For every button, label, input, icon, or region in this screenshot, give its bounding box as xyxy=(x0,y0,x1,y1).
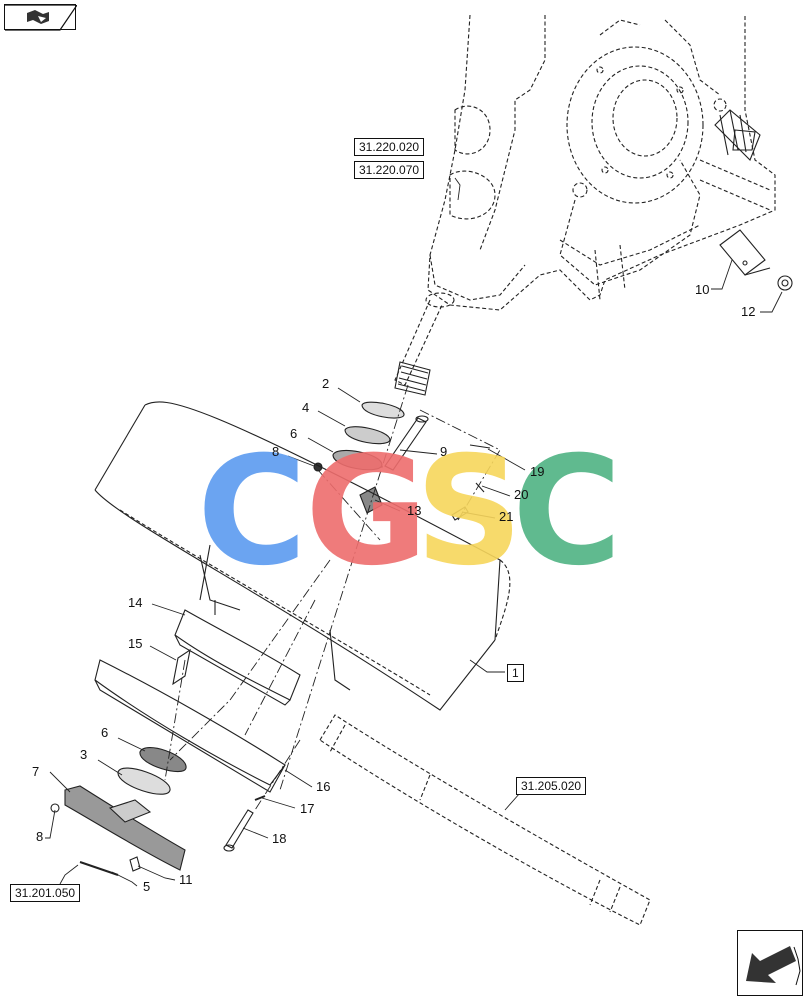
callout-6: 6 xyxy=(290,426,298,441)
callout-19: 19 xyxy=(530,464,545,479)
callout-8-lower: 8 xyxy=(36,829,44,844)
callout-16: 16 xyxy=(316,779,331,794)
ref-box-31-205-020[interactable]: 31.205.020 xyxy=(516,777,587,795)
part-18-bolt xyxy=(223,809,254,852)
ref-box-31-220-070[interactable]: 31.220.070 xyxy=(354,161,425,179)
callout-8: 8 xyxy=(272,444,280,459)
page-forward-arrow-icon xyxy=(746,946,801,986)
part-16-plate xyxy=(94,659,286,793)
callout-17: 17 xyxy=(300,801,315,816)
part-13-key xyxy=(359,486,383,514)
watermark-letter-c2: C xyxy=(512,425,623,599)
callout-2: 2 xyxy=(322,376,330,391)
callout-15: 15 xyxy=(128,636,143,651)
assembly-center-lines xyxy=(164,384,501,811)
callout-13: 13 xyxy=(407,503,422,518)
watermark-letter-s: S xyxy=(415,425,524,599)
part-box-1: 1 xyxy=(507,664,524,682)
part-7-flange xyxy=(64,785,186,871)
callout-9: 9 xyxy=(440,444,448,459)
part-12-nut xyxy=(777,275,793,291)
part-10-plate xyxy=(719,229,771,276)
callout-11: 11 xyxy=(179,872,193,887)
part-1-drum xyxy=(94,401,511,711)
callout-20: 20 xyxy=(514,487,529,502)
page-back-arrow-icon xyxy=(5,4,79,31)
part-14-plate xyxy=(174,609,301,706)
part-5-pin xyxy=(79,861,119,876)
callout-18: 18 xyxy=(272,831,287,846)
parts-2-4-6-washers xyxy=(332,401,405,471)
callout-leaders xyxy=(45,177,783,887)
gearbox-housing xyxy=(427,14,776,311)
callout-7: 7 xyxy=(32,764,40,779)
callout-10: 10 xyxy=(695,282,710,297)
page-forward-button[interactable] xyxy=(737,930,803,996)
input-shaft xyxy=(714,109,761,161)
callout-6-lower: 6 xyxy=(101,725,109,740)
callout-5: 5 xyxy=(143,879,151,894)
parts-19-21-pin-set xyxy=(451,444,491,521)
watermark-letter-c1: C xyxy=(197,425,308,599)
spline-shaft xyxy=(394,292,455,396)
callout-3: 3 xyxy=(80,747,88,762)
callout-4: 4 xyxy=(302,400,310,415)
parts-6-3-lower-washers xyxy=(117,747,187,795)
page-back-button[interactable] xyxy=(4,4,79,31)
part-15-pin xyxy=(172,648,191,686)
part-11-nut xyxy=(129,856,141,872)
callout-21: 21 xyxy=(499,509,514,524)
part-9-bolt xyxy=(384,415,429,471)
callout-12: 12 xyxy=(741,304,756,319)
callout-14: 14 xyxy=(128,595,143,610)
ref-box-31-220-020[interactable]: 31.220.020 xyxy=(354,138,425,156)
belt-assembly xyxy=(319,714,651,926)
ref-box-31-201-050[interactable]: 31.201.050 xyxy=(10,884,81,902)
watermark-letter-g: G xyxy=(305,425,429,599)
